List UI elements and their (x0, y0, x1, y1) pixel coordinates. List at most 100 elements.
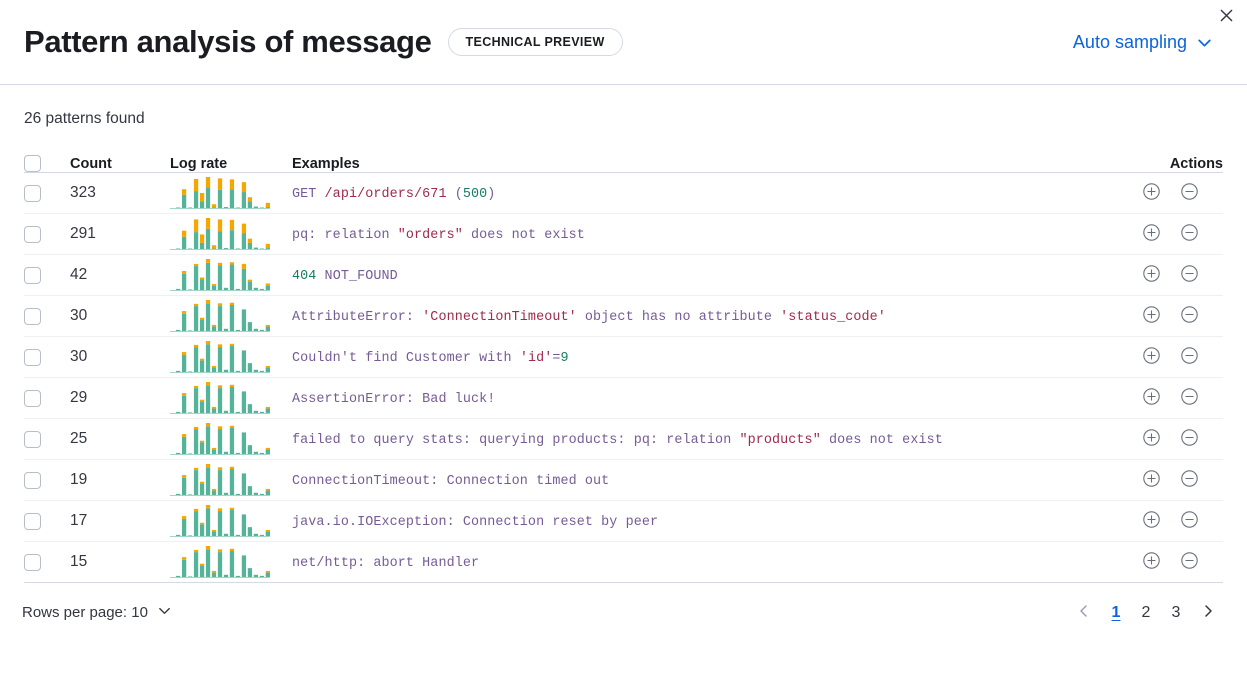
row-checkbox[interactable] (24, 266, 41, 284)
circle-plus-icon (1142, 510, 1161, 532)
row-checkbox[interactable] (24, 389, 41, 407)
circle-plus-icon (1142, 305, 1161, 327)
row-log-rate-sparkline (170, 500, 292, 542)
circle-plus-button[interactable] (1142, 551, 1161, 573)
circle-minus-icon (1180, 346, 1199, 368)
row-log-rate-sparkline (170, 254, 292, 296)
column-header-count[interactable]: Count (70, 155, 170, 173)
circle-plus-icon (1142, 387, 1161, 409)
circle-plus-button[interactable] (1142, 223, 1161, 245)
circle-plus-button[interactable] (1142, 510, 1161, 532)
circle-minus-button[interactable] (1180, 510, 1199, 532)
circle-plus-button[interactable] (1142, 182, 1161, 204)
page-number-3[interactable]: 3 (1161, 598, 1191, 628)
row-checkbox[interactable] (24, 307, 41, 325)
row-checkbox[interactable] (24, 430, 41, 448)
row-example-text: AssertionError: Bad luck! (292, 392, 495, 407)
select-all-checkbox[interactable] (24, 155, 41, 172)
row-select-cell (24, 500, 70, 542)
table-row[interactable]: 30 Couldn't find Customer with 'id'=9 (24, 336, 1223, 378)
page-title: Pattern analysis of message (24, 24, 432, 59)
column-header-actions: Actions (1127, 155, 1223, 173)
table-row[interactable]: 17 java.io.IOException: Connection reset… (24, 500, 1223, 542)
chevron-right-icon (1200, 603, 1216, 622)
row-checkbox[interactable] (24, 471, 41, 489)
circle-minus-button[interactable] (1180, 387, 1199, 409)
table-row[interactable]: 30 AttributeError: 'ConnectionTimeout' o… (24, 295, 1223, 337)
circle-plus-button[interactable] (1142, 305, 1161, 327)
row-checkbox[interactable] (24, 553, 41, 571)
row-example-cell: ConnectionTimeout: Connection timed out (292, 459, 1127, 501)
page-number-2[interactable]: 2 (1131, 598, 1161, 628)
row-actions-cell (1127, 500, 1223, 542)
row-checkbox[interactable] (24, 512, 41, 530)
circle-minus-button[interactable] (1180, 346, 1199, 368)
auto-sampling-label: Auto sampling (1072, 31, 1187, 52)
flyout-body: 26 patterns found Count Log rate Example… (0, 85, 1247, 583)
table-row[interactable]: 42 404 NOT_FOUND (24, 254, 1223, 296)
row-actions-cell (1127, 295, 1223, 337)
row-checkbox[interactable] (24, 225, 41, 243)
circle-plus-icon (1142, 264, 1161, 286)
close-icon (1219, 8, 1234, 26)
circle-plus-button[interactable] (1142, 387, 1161, 409)
column-header-log-rate[interactable]: Log rate (170, 155, 292, 173)
circle-plus-icon (1142, 469, 1161, 491)
circle-plus-button[interactable] (1142, 469, 1161, 491)
row-log-rate-sparkline (170, 213, 292, 255)
message-token: net/http: abort Handler (292, 556, 480, 571)
row-select-cell (24, 459, 70, 501)
message-token: 'status_code' (780, 310, 886, 325)
circle-minus-button[interactable] (1180, 182, 1199, 204)
circle-minus-button[interactable] (1180, 551, 1199, 573)
row-example-text: 404 NOT_FOUND (292, 269, 398, 284)
circle-minus-button[interactable] (1180, 428, 1199, 450)
row-example-cell: AttributeError: 'ConnectionTimeout' obje… (292, 295, 1127, 337)
message-token: AssertionError: Bad luck! (292, 392, 496, 407)
previous-page-button[interactable] (1069, 598, 1099, 628)
technical-preview-badge: TECHNICAL PREVIEW (447, 28, 623, 56)
next-page-button[interactable] (1193, 598, 1223, 628)
circle-plus-button[interactable] (1142, 428, 1161, 450)
circle-plus-button[interactable] (1142, 346, 1161, 368)
row-select-cell (24, 541, 70, 583)
circle-minus-icon (1180, 469, 1199, 491)
row-count: 25 (70, 418, 170, 460)
table-header: Count Log rate Examples Actions (24, 155, 1223, 173)
message-token: object has no attribute (576, 310, 781, 325)
auto-sampling-dropdown[interactable]: Auto sampling (1073, 32, 1213, 53)
rows-per-page-selector[interactable]: Rows per page: 10 (12, 597, 182, 628)
circle-minus-button[interactable] (1180, 469, 1199, 491)
circle-minus-icon (1180, 182, 1199, 204)
row-example-text: java.io.IOException: Connection reset by… (292, 515, 658, 530)
close-button[interactable] (1212, 3, 1240, 31)
circle-minus-button[interactable] (1180, 305, 1199, 327)
table-row[interactable]: 15 net/http: abort Handler (24, 541, 1223, 583)
circle-minus-icon (1180, 264, 1199, 286)
row-example-cell: 404 NOT_FOUND (292, 254, 1127, 296)
circle-minus-icon (1180, 551, 1199, 573)
page-number-1[interactable]: 1 (1101, 598, 1131, 628)
chevron-left-icon (1076, 603, 1092, 622)
row-example-cell: net/http: abort Handler (292, 541, 1127, 583)
row-log-rate-sparkline (170, 418, 292, 460)
table-body: 323 GET /api/orders/671 (500) (24, 172, 1223, 583)
circle-minus-button[interactable] (1180, 223, 1199, 245)
row-count: 291 (70, 213, 170, 255)
row-select-cell (24, 295, 70, 337)
table-row[interactable]: 19 ConnectionTimeout: Connection timed o… (24, 459, 1223, 501)
row-actions-cell (1127, 336, 1223, 378)
table-row[interactable]: 323 GET /api/orders/671 (500) (24, 172, 1223, 214)
circle-minus-button[interactable] (1180, 264, 1199, 286)
column-header-examples[interactable]: Examples (292, 155, 1127, 173)
row-checkbox[interactable] (24, 348, 41, 366)
table-row[interactable]: 25 failed to query stats: querying produ… (24, 418, 1223, 460)
circle-plus-button[interactable] (1142, 264, 1161, 286)
rows-per-page-label: Rows per page: 10 (22, 604, 148, 621)
table-row[interactable]: 29 AssertionError: Bad luck! (24, 377, 1223, 419)
table-row[interactable]: 291 pq: relation "orders" does not exist (24, 213, 1223, 255)
row-example-text: AttributeError: 'ConnectionTimeout' obje… (292, 310, 886, 325)
row-select-cell (24, 172, 70, 214)
message-token: "orders" (397, 228, 463, 243)
row-checkbox[interactable] (24, 184, 41, 202)
